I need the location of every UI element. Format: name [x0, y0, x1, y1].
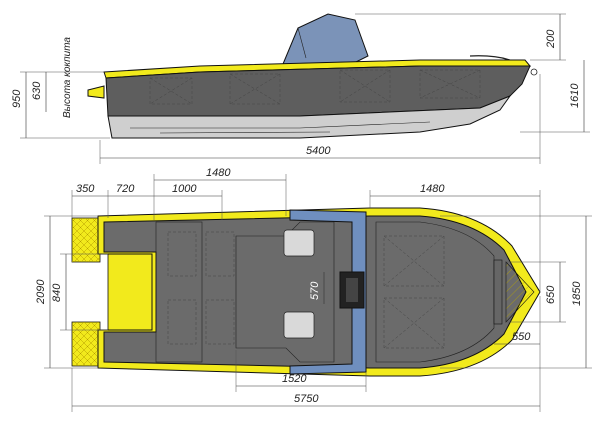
windshield [282, 13, 369, 65]
dim-bow-tip: 550 [512, 331, 531, 343]
side-overall-length: 5400 [306, 145, 331, 157]
dim-overall-length: 5750 [294, 393, 319, 405]
dim-beam: 2090 [35, 279, 47, 305]
dim-section-720: 720 [116, 183, 135, 195]
dim-stern-inner: 840 [51, 283, 63, 302]
seat-left [283, 229, 315, 257]
bow-eye [530, 68, 538, 76]
dim-bow-beam: 1850 [571, 281, 583, 306]
dim-transom-step: 350 [76, 183, 95, 195]
bow-tip [505, 261, 535, 323]
dim-aft-to-console: 1480 [206, 167, 231, 179]
bow-height: 1610 [569, 83, 581, 108]
dim-cockpit-width: 1520 [282, 373, 307, 385]
windshield-height: 200 [545, 29, 557, 49]
cockpit-height-label: Высота кокпита [62, 37, 73, 118]
dim-bow-inner: 650 [545, 285, 557, 304]
top-view: 350 720 1000 1480 1480 2090 840 1850 650… [35, 167, 592, 412]
dim-section-1000: 1000 [172, 183, 197, 195]
outboard-bracket [87, 85, 105, 99]
side-height: 950 [11, 89, 23, 108]
dim-bow-deck: 1480 [420, 183, 445, 195]
motor-well [107, 253, 153, 331]
console [289, 209, 367, 375]
side-internal-frames [149, 69, 481, 105]
side-view: 5400 950 630 Высота кокпита 200 1610 [11, 13, 590, 164]
hull-bottom [107, 94, 512, 139]
dim-console-passage: 570 [309, 281, 321, 300]
seat-right [283, 311, 315, 339]
bow-deck [375, 221, 495, 363]
cockpit-height-value: 630 [31, 81, 43, 100]
